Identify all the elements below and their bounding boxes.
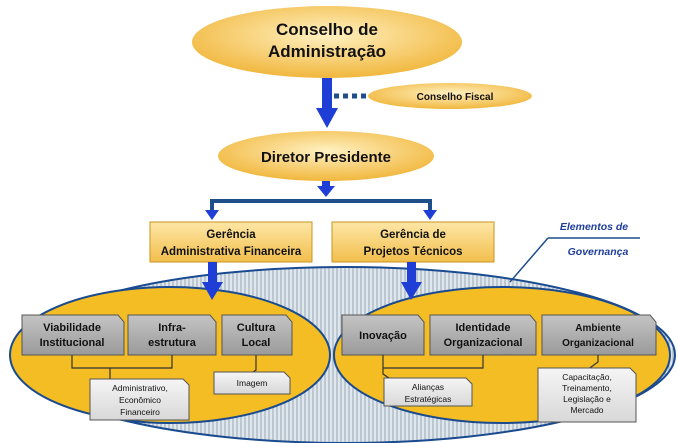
capacitacao-box <box>537 367 637 423</box>
arrow-board-shaft <box>322 78 332 110</box>
branch-arrow-left <box>205 210 219 220</box>
viabilidade-line1: Viabilidade <box>43 322 101 334</box>
arrow-president-shaft <box>322 181 330 189</box>
president-ellipse <box>218 131 434 181</box>
imagem-box <box>213 371 291 395</box>
governance-line1: Elementos de <box>560 221 628 233</box>
mgmt-tech-line1: Gerência de <box>380 229 446 241</box>
mgmt-admin-box <box>149 221 313 263</box>
inovacao-box <box>341 314 425 356</box>
admin-econ-line2: Econômico <box>119 395 161 405</box>
viabilidade-line2: Institucional <box>40 337 105 349</box>
governance-callout <box>509 237 549 283</box>
board-line1: Conselho de <box>276 20 378 39</box>
capacitacao-line3: Legislação e <box>563 394 611 404</box>
viabilidade-box <box>21 314 125 356</box>
identidade-box <box>429 314 537 356</box>
board-line2: Administração <box>268 42 386 61</box>
admin-econ-line1: Administrativo, <box>112 383 168 393</box>
capacitacao-line4: Mercado <box>570 405 603 415</box>
infra-box <box>127 314 217 356</box>
mgmt-admin-line1: Gerência <box>206 229 256 241</box>
cultura-box <box>221 314 293 356</box>
identidade-line1: Identidade <box>455 322 510 334</box>
aliancas-line1: Alianças <box>412 382 444 392</box>
ambiente-line2: Organizacional <box>562 338 634 349</box>
arrow-board-head <box>316 108 338 128</box>
arrow-admin-head <box>202 282 223 300</box>
branch-connector <box>210 199 432 212</box>
ambiente-box <box>541 314 657 356</box>
governance-line2: Governança <box>568 246 629 258</box>
capacitacao-line1: Capacitação, <box>562 372 612 382</box>
cultura-line1: Cultura <box>237 322 276 334</box>
president-label: Diretor Presidente <box>261 149 391 166</box>
arrow-tech-head <box>401 282 422 300</box>
inovacao-label: Inovação <box>359 330 407 342</box>
arrow-president-head <box>317 186 335 197</box>
fiscal-ellipse <box>368 83 532 109</box>
capacitacao-line2: Treinamento, <box>562 383 612 393</box>
fiscal-label: Conselho Fiscal <box>417 92 494 103</box>
aliancas-box <box>383 377 473 407</box>
ambiente-line1: Ambiente <box>575 323 621 334</box>
imagem-label: Imagem <box>237 378 268 388</box>
branch-arrow-right <box>423 210 437 220</box>
arrow-tech-shaft <box>407 262 416 284</box>
infra-line1: Infra- <box>158 322 186 334</box>
cultura-line2: Local <box>242 337 271 349</box>
mgmt-tech-line2: Projetos Técnicos <box>363 246 462 258</box>
board-ellipse <box>192 6 462 78</box>
admin-econ-line3: Financeiro <box>120 407 160 417</box>
identidade-line2: Organizacional <box>444 337 523 349</box>
admin-econ-box <box>89 378 190 421</box>
right-connector-capacitacao <box>586 355 599 371</box>
infra-line2: estrutura <box>148 337 197 349</box>
aliancas-line2: Estratégicas <box>405 394 452 404</box>
mgmt-admin-line2: Administrativa Financeira <box>161 246 302 258</box>
arrow-admin-shaft <box>208 262 217 284</box>
